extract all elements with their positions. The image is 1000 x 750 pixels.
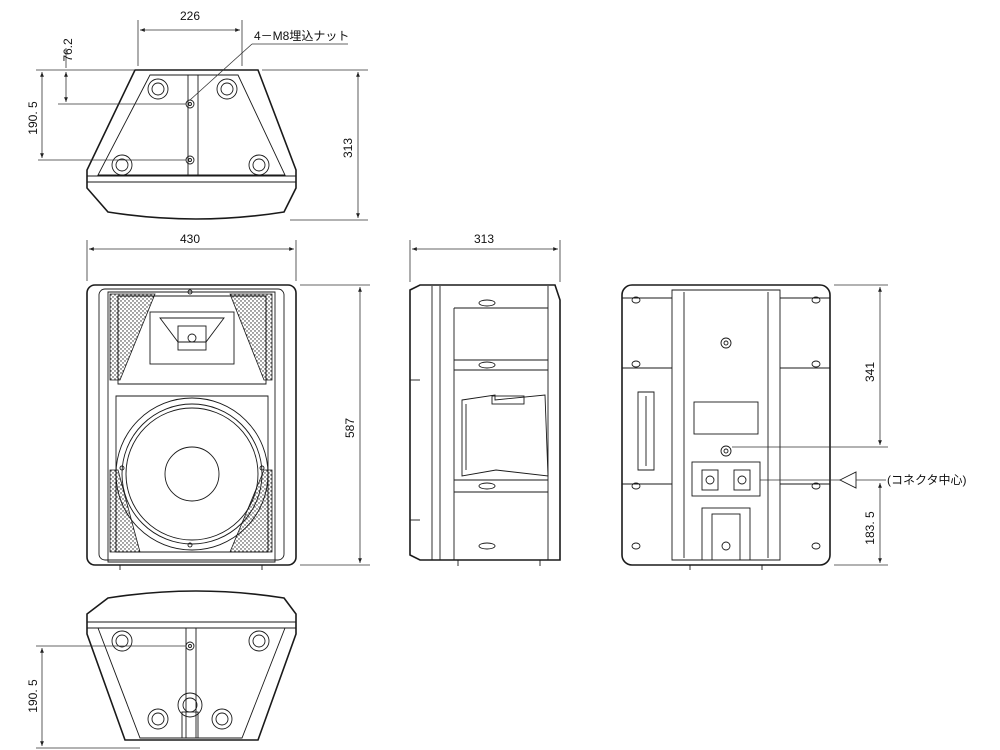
bottom-rows-label: 190. 5 (26, 679, 40, 713)
front-width-label: 430 (180, 232, 200, 246)
front-height-label: 587 (343, 418, 357, 438)
side-depth-label: 313 (474, 232, 494, 246)
top-rows-label: 190. 5 (26, 101, 40, 135)
top-width-label: 226 (180, 9, 200, 23)
front-view: 430 587 (86, 232, 370, 570)
rear-upper-label: 341 (863, 362, 877, 382)
connector-note-label: (コネクタ中心) (887, 472, 967, 487)
nut-note-label: 4－M8埋込ナット (254, 29, 349, 43)
top-depth-label: 313 (341, 138, 355, 158)
top-view: 226 4－M8埋込ナット 76.2 190. 5 313 (26, 9, 368, 221)
rear-lower-label: 183. 5 (863, 511, 877, 545)
rear-view: 341 183. 5 (コネクタ中心) (621, 284, 967, 570)
side-view: 313 (409, 232, 561, 566)
bottom-view: 190. 5 (26, 590, 297, 749)
top-inset-label: 76.2 (61, 38, 75, 62)
